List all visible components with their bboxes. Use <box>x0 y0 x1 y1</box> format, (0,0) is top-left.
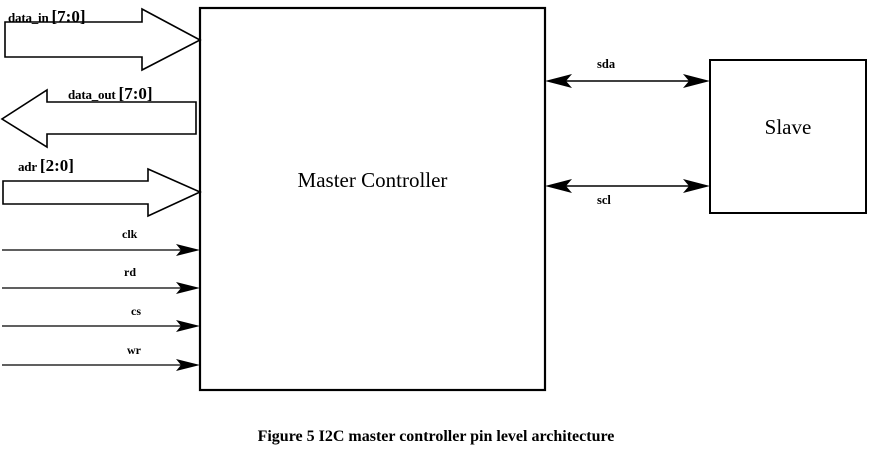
adr-bit-range: [2:0] <box>39 156 74 175</box>
wr-port-label: wr <box>127 343 141 357</box>
data-out-bus-arrow <box>0 88 197 149</box>
clk-signal-line <box>2 244 200 256</box>
scl-bus-label: scl <box>597 193 611 207</box>
rd-signal-line <box>2 282 200 294</box>
clk-port-label: clk <box>122 227 138 241</box>
cs-port-label: cs <box>131 304 141 318</box>
scl-bus-line <box>545 179 710 193</box>
rd-port-label: rd <box>124 265 136 279</box>
data-out-port-label: data_out[7:0] <box>68 85 153 103</box>
adr-port-label: adr[2:0] <box>18 157 74 175</box>
adr-bus-arrow <box>2 167 202 218</box>
adr-signal-name: adr <box>18 159 37 174</box>
wr-signal-line <box>2 359 200 371</box>
master-controller-block <box>198 6 547 392</box>
data-in-bit-range: [7:0] <box>51 7 86 26</box>
cs-signal-line <box>2 320 200 332</box>
sda-bus-line <box>545 74 710 88</box>
data-in-signal-name: data_in <box>8 10 49 25</box>
slave-block <box>709 59 867 214</box>
data-out-bit-range: [7:0] <box>118 84 153 103</box>
figure-caption: Figure 5 I2C master controller pin level… <box>257 428 615 445</box>
slave-title: Slave <box>764 115 812 139</box>
data-in-bus-arrow <box>4 7 202 72</box>
data-out-signal-name: data_out <box>68 87 116 102</box>
data-in-port-label: data_in[7:0] <box>8 8 86 26</box>
master-controller-title: Master Controller <box>297 168 448 192</box>
sda-bus-label: sda <box>597 57 616 71</box>
